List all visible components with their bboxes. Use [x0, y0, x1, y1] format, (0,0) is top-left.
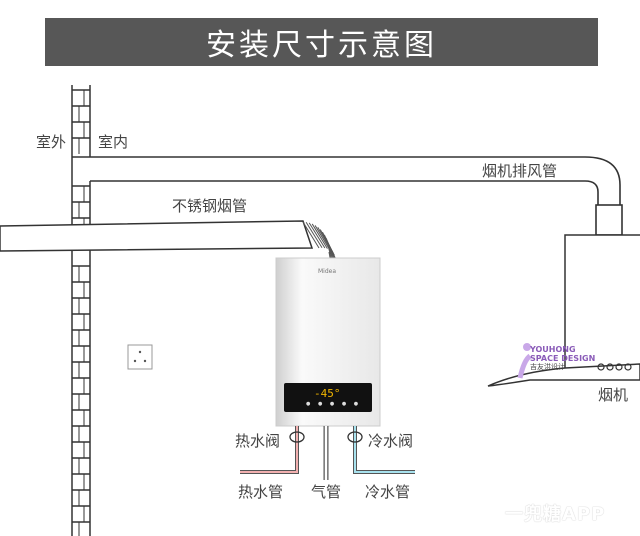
duct-coil — [311, 223, 328, 249]
label-hood-exhaust-pipe: 烟机排风管 — [482, 162, 558, 180]
hot-valve-icon — [289, 431, 305, 443]
label-outdoor: 室外 — [36, 133, 67, 151]
range-hood — [487, 234, 640, 387]
label-cold-water-pipe: 冷水管 — [365, 483, 411, 501]
heater-brand-logo: Midea — [318, 268, 337, 275]
page-title: 安装尺寸示意图 — [45, 18, 598, 66]
logo-line2: SPACE DESIGN — [530, 354, 596, 363]
display-buttons: ● ● ● ● ● — [306, 401, 362, 407]
label-hot-water-valve: 热水阀 — [235, 432, 281, 450]
logo-line3: 吉友洪设计 — [530, 363, 565, 371]
label-range-hood: 烟机 — [598, 386, 629, 404]
label-gas-pipe: 气管 — [311, 483, 342, 501]
brick-wall — [71, 85, 91, 536]
stainless-flue-pipe — [0, 220, 314, 252]
heater-display: -45° ● ● ● ● ● — [284, 383, 372, 412]
label-indoor: 室内 — [98, 133, 129, 151]
cold-valve-icon — [347, 431, 363, 443]
duct-coil — [305, 221, 323, 249]
watermark: 一兜糖APP — [505, 504, 606, 525]
temperature-readout: -45° — [314, 387, 341, 400]
hood-exhaust-pipe — [72, 156, 623, 236]
duct-coil — [308, 222, 326, 249]
label-cold-water-valve: 冷水阀 — [368, 432, 414, 450]
duct-coil — [302, 221, 320, 249]
designer-logo: YOUHONG SPACE DESIGN 吉友洪设计 — [530, 345, 595, 372]
flexible-duct — [302, 221, 337, 275]
power-outlet-icon — [127, 344, 153, 370]
label-stainless-flue-pipe: 不锈钢烟管 — [172, 197, 248, 215]
logo-line1: YOUHONG — [530, 345, 576, 354]
label-hot-water-pipe: 热水管 — [238, 483, 284, 501]
duct-coil — [314, 225, 331, 251]
